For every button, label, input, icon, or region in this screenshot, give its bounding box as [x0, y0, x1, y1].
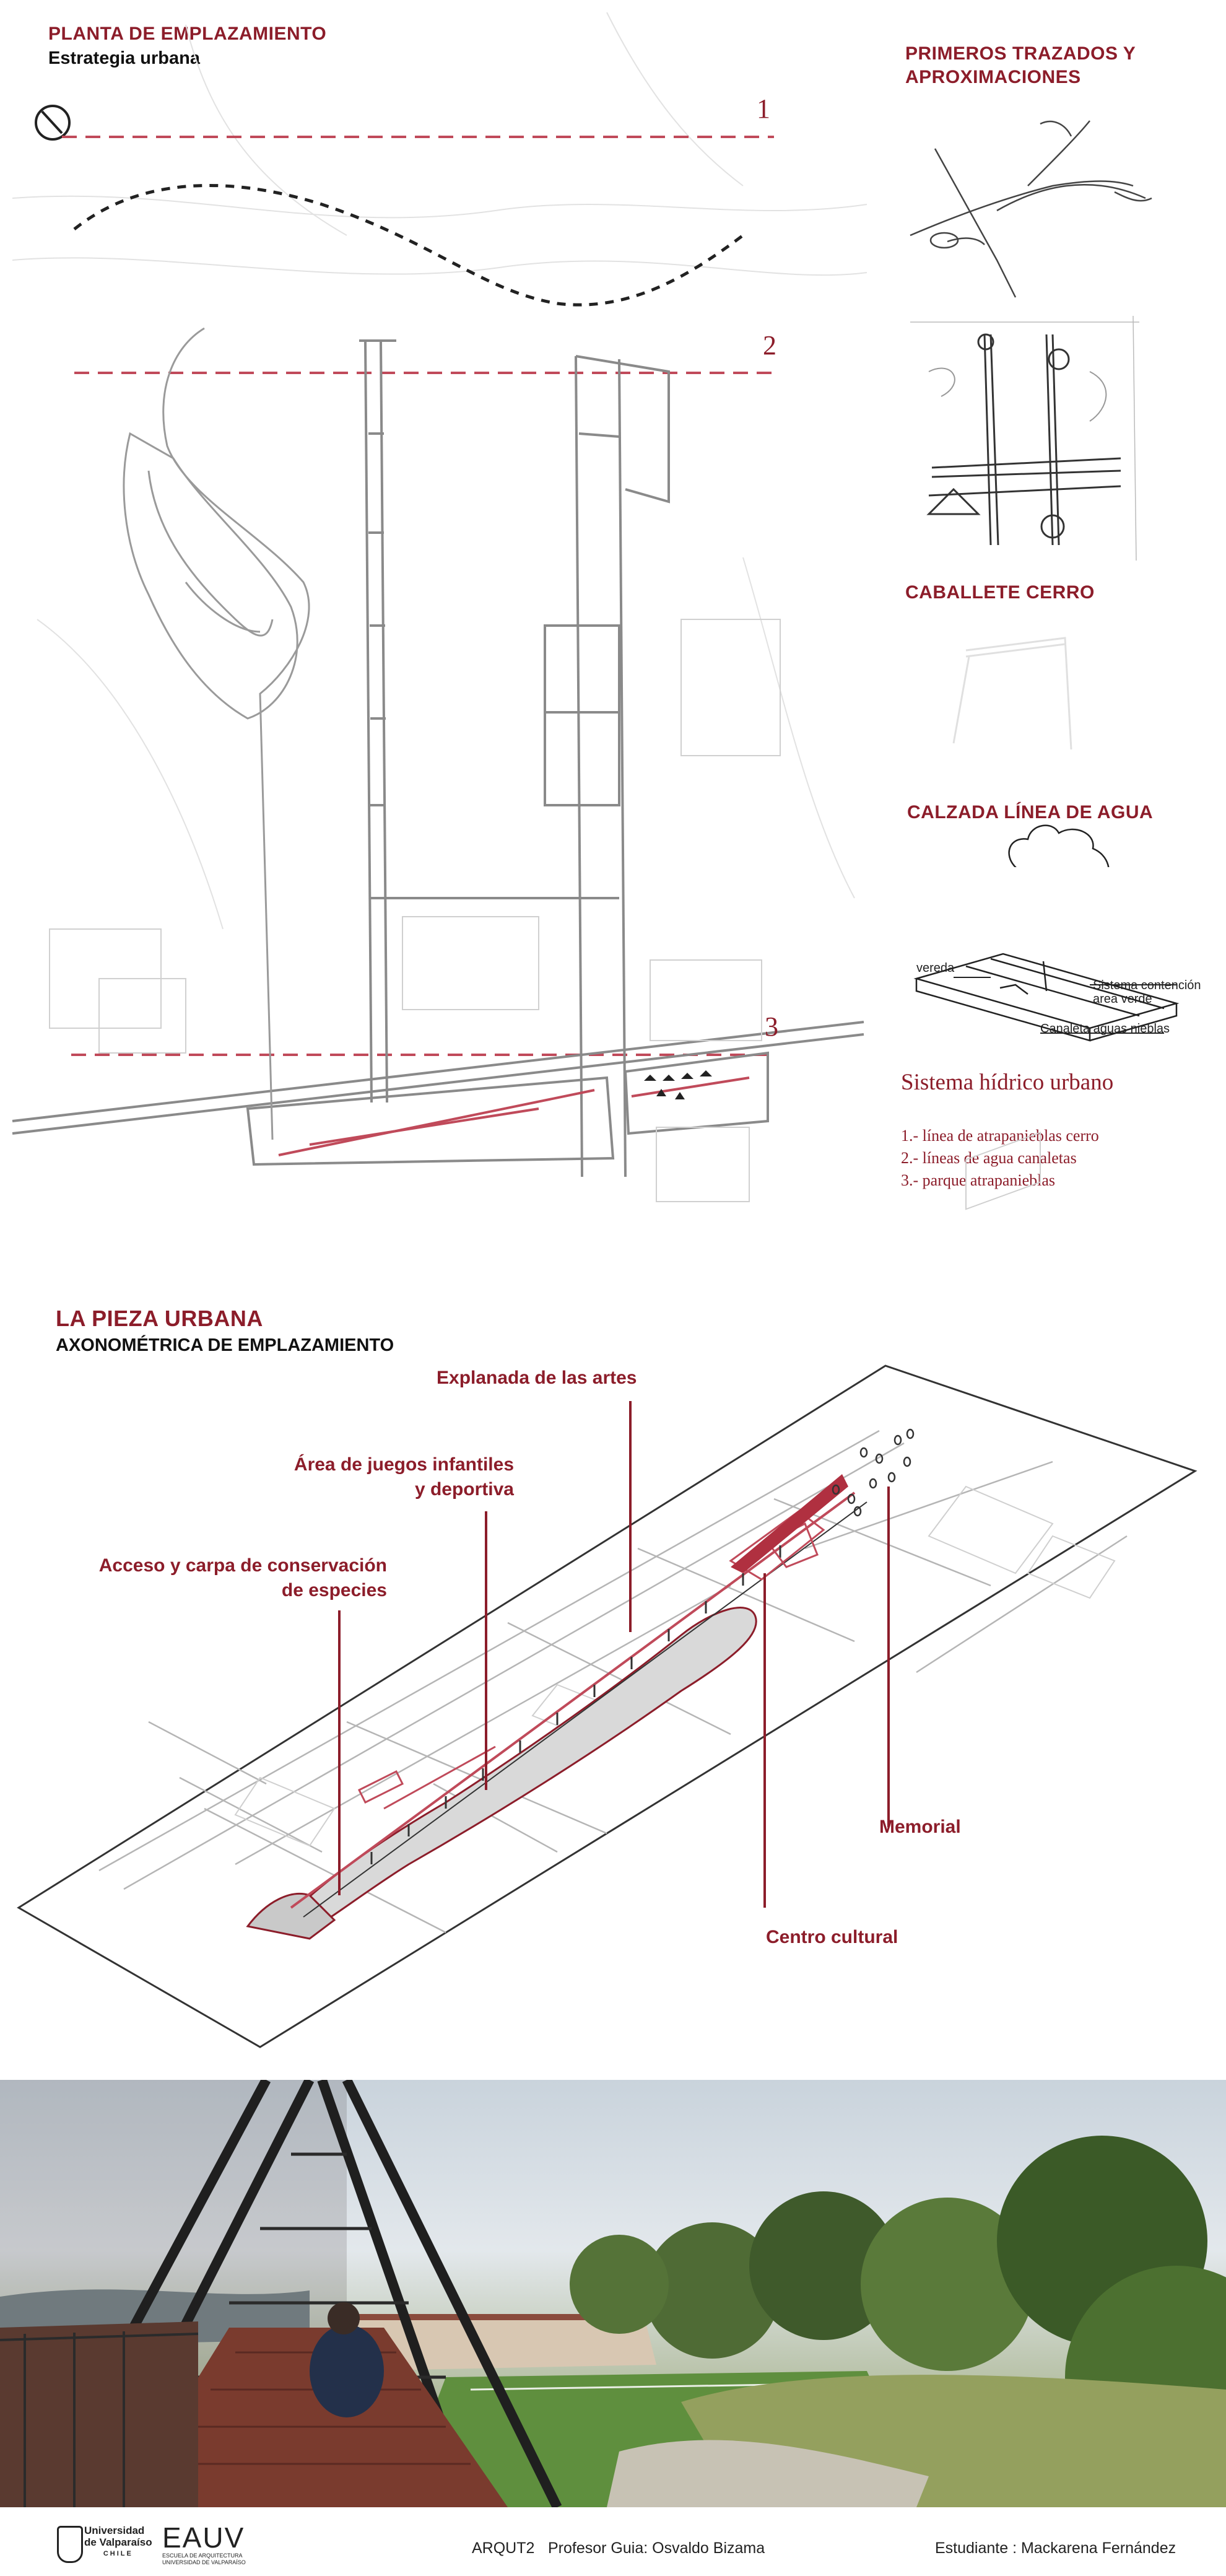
hidrico-title: Sistema hídrico urbano: [901, 1070, 1114, 1095]
label-canaleta: Canaleta aguas nieblas: [1040, 1022, 1170, 1036]
eauv-caption: ESCUELA DE ARQUITECTURA UNIVERSIDAD DE V…: [162, 2552, 246, 2565]
course-code: ARQUT2: [472, 2539, 535, 2557]
marker-3: 3: [765, 1011, 778, 1042]
callout-area-juegos: Área de juegos infantiles y deportiva: [293, 1454, 514, 1500]
university-name: Universidad de Valparaíso CHILE: [84, 2525, 152, 2557]
sketch-title: PRIMEROS TRAZADOS Y APROXIMACIONES: [905, 43, 1136, 87]
marker-1: 1: [757, 94, 770, 124]
axon-title: LA PIEZA URBANA: [56, 1306, 263, 1331]
calzada-diagram: [913, 953, 1180, 1042]
calzada-title: CALZADA LÍNEA DE AGUA: [907, 802, 1154, 823]
callout-centro-cultural: Centro cultural: [766, 1927, 898, 1947]
north-arrow-icon: [35, 105, 71, 141]
black-route-curve: [73, 184, 744, 307]
hidrico-item-1: 1.- línea de atrapanieblas cerro: [901, 1127, 1099, 1145]
hidrico-item-2: 2.- líneas de agua canaletas: [901, 1149, 1077, 1167]
callout-memorial: Memorial: [879, 1817, 961, 1837]
site-plan-title: PLANTA DE EMPLAZAMIENTO: [48, 24, 327, 44]
axon-subtitle: AXONOMÉTRICA DE EMPLAZAMIENTO: [56, 1335, 394, 1355]
callout-acceso: Acceso y carpa de conservación de especi…: [98, 1555, 387, 1600]
label-sistema-contencion: Sistema contención area verde: [1093, 979, 1201, 1006]
footer: Universidad de Valparaíso CHILE EAUV ESC…: [0, 2508, 1226, 2576]
marker-2: 2: [763, 330, 776, 360]
caballete-title: CABALLETE CERRO: [905, 582, 1095, 603]
profesor-guia: Profesor Guia: Osvaldo Bizama: [548, 2539, 765, 2557]
label-vereda: vereda: [916, 961, 955, 975]
render-image: [0, 2080, 1226, 2507]
site-plan-subtitle: Estrategia urbana: [48, 48, 200, 68]
site-plan-drawing: [12, 12, 867, 1202]
callout-explanada: Explanada de las artes: [437, 1368, 637, 1388]
eauv-logo: EAUV: [162, 2521, 245, 2554]
sketch-drawings: [910, 120, 1152, 867]
estudiante: Estudiante : Mackarena Fernández: [935, 2539, 1176, 2557]
university-crest-icon: [57, 2526, 83, 2563]
axonometric-drawing: [17, 1132, 1198, 2048]
